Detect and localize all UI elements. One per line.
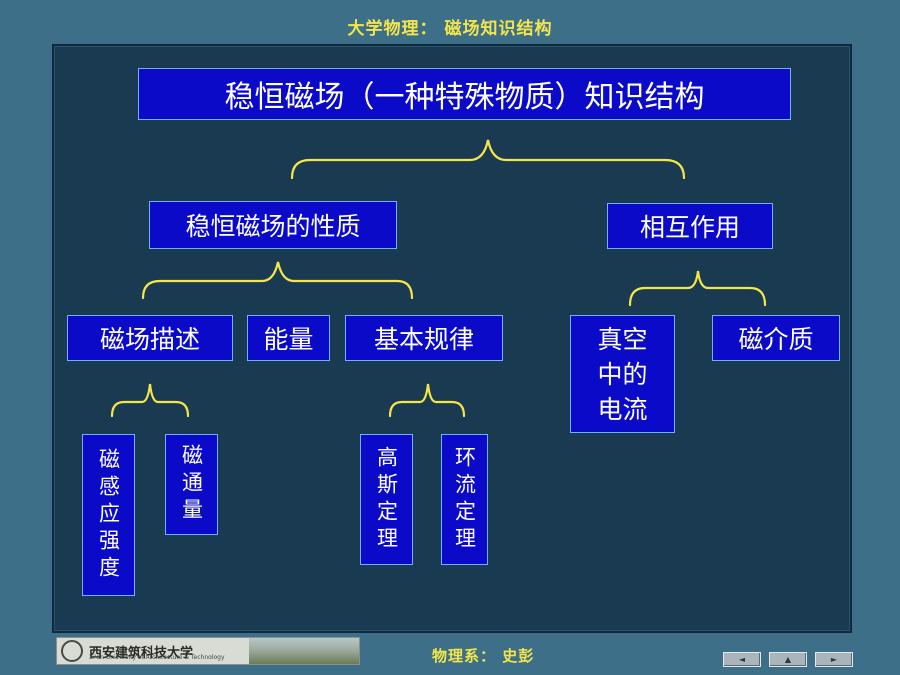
magnetic-flux-box: 磁通量 [165, 434, 218, 535]
interaction-label: 相互作用 [639, 213, 740, 242]
basic-laws-label: 基本规律 [373, 325, 474, 354]
magnetic-medium-label: 磁介质 [738, 325, 814, 354]
brace-root [290, 139, 686, 180]
current-in-vacuum-box: 真空中的电流 [570, 315, 675, 433]
properties-box: 稳恒磁场的性质 [149, 201, 397, 249]
energy-box: 能量 [247, 315, 330, 361]
campus-photo [249, 638, 359, 664]
home-slide-button[interactable]: ▲ [769, 652, 807, 667]
prev-slide-button[interactable]: ◄ [723, 652, 761, 667]
interaction-box: 相互作用 [607, 203, 773, 249]
circuital-theorem-label: 环流定理 [452, 445, 477, 554]
magnetic-medium-box: 磁介质 [712, 315, 840, 361]
university-name: 西安建筑科技大学 [89, 645, 194, 661]
university-logo-banner: 西安建筑科技大学 Xi'an University of Architectur… [56, 637, 360, 665]
current-in-vacuum-label: 真空中的电流 [597, 324, 648, 424]
university-name-en: Xi'an University of Architecture & Techn… [89, 654, 225, 661]
brace-description [110, 383, 190, 418]
field-description-label: 磁场描述 [99, 325, 200, 354]
basic-laws-box: 基本规律 [345, 315, 503, 361]
brace-laws [388, 383, 466, 418]
circuital-theorem-box: 环流定理 [441, 434, 488, 565]
slide-header-title: 大学物理： 磁场知识结构 [347, 19, 553, 39]
field-description-box: 磁场描述 [67, 315, 233, 361]
gauss-theorem-box: 高斯定理 [360, 434, 413, 565]
magnetic-flux-label: 磁通量 [179, 444, 204, 525]
next-slide-button[interactable]: ► [815, 652, 853, 667]
properties-label: 稳恒磁场的性质 [185, 212, 361, 241]
university-seal-icon [61, 640, 83, 662]
root-title-label: 稳恒磁场（一种特殊物质）知识结构 [224, 80, 705, 115]
brace-interaction [628, 270, 767, 307]
department-credit: 物理系： 史彭 [432, 647, 535, 665]
magnetic-induction-label: 磁感应强度 [96, 447, 121, 583]
magnetic-induction-box: 磁感应强度 [82, 434, 135, 596]
brace-properties [141, 261, 414, 300]
root-title-box: 稳恒磁场（一种特殊物质）知识结构 [138, 68, 791, 120]
gauss-theorem-label: 高斯定理 [374, 445, 399, 554]
energy-label: 能量 [263, 325, 314, 354]
